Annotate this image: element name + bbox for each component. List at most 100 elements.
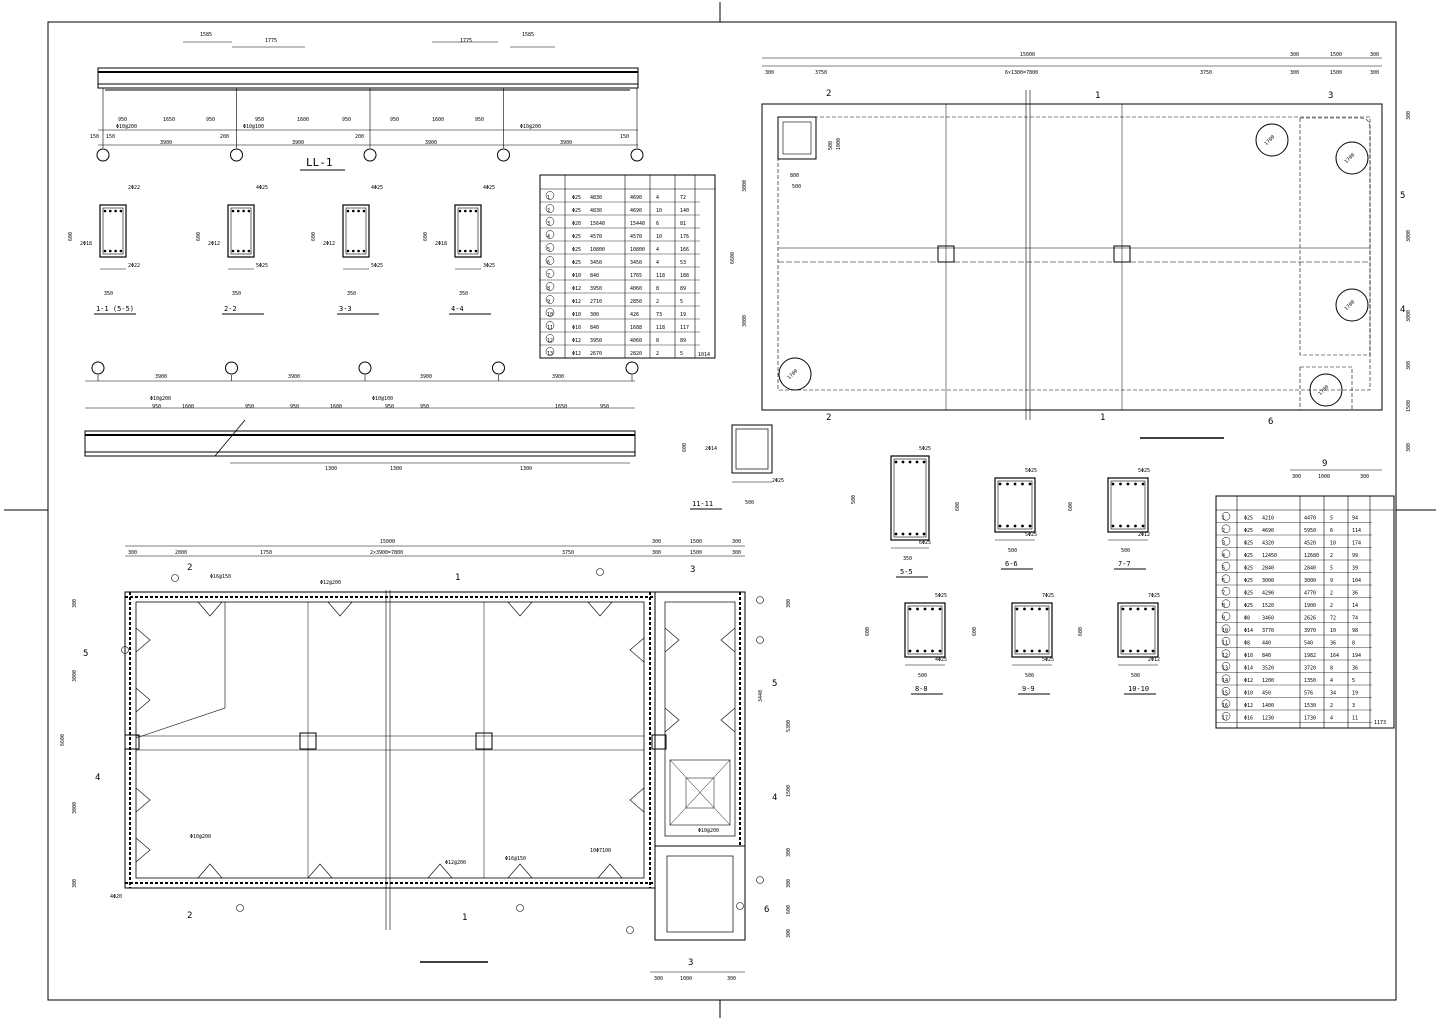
rebar-dot xyxy=(231,249,235,253)
plan-bot-axis-4: 2 xyxy=(187,911,192,921)
rebar-dot xyxy=(1129,607,1132,611)
rebar-dot xyxy=(114,209,117,213)
section-outline xyxy=(1107,477,1149,533)
plan-bot-rebar-5: 4Φ20 xyxy=(110,894,122,900)
table-cell: 2840 xyxy=(1304,566,1316,572)
table-cell: 73 xyxy=(656,312,662,318)
rebar-hook xyxy=(720,707,736,733)
rebar-dot xyxy=(1121,607,1125,611)
table-cell: 36 xyxy=(1330,641,1336,647)
plan-top-sub-3: 6×1300=7800 xyxy=(1005,70,1038,76)
beam-ll1: 1585 1775 1775 1585 3900 3900 3900 3900 … xyxy=(90,32,644,171)
mark-balloon xyxy=(596,568,604,576)
rebar-dot xyxy=(1119,482,1122,486)
rebar-dot xyxy=(901,532,905,536)
ll1-bot-dim-7: 950 xyxy=(390,117,399,123)
table-cell: 140 xyxy=(680,208,689,214)
rebar-hook xyxy=(327,601,353,617)
rebar-dot xyxy=(908,532,912,536)
plan-bot-sub-7: 1500 xyxy=(690,550,702,556)
table-cell: 15640 xyxy=(590,221,605,227)
table-cell: 3770 xyxy=(1262,628,1274,634)
table-cell: Φ14 xyxy=(1244,666,1253,672)
rebar-dot xyxy=(237,209,240,213)
plan-top-axis-3: 3 xyxy=(1328,91,1333,101)
table-cell: 4 xyxy=(656,247,659,253)
plan-top-axis-9: 9 xyxy=(1322,459,1327,469)
rebar-dot xyxy=(357,209,360,213)
column-balloon xyxy=(497,148,510,162)
section-top-rebar: 4Φ25 xyxy=(371,185,383,191)
table-cell: 118 xyxy=(656,273,665,279)
plan-bot-rebar-2: Φ12@200 xyxy=(320,580,341,586)
section-outline xyxy=(1011,602,1053,658)
plan-bot-right-3: 5300 xyxy=(786,720,792,732)
section-outline xyxy=(890,455,930,541)
table-cell: 39 xyxy=(1352,566,1358,572)
table-cell: 2 xyxy=(547,208,550,214)
rebar-dot xyxy=(242,249,245,253)
table-cell: 4690 xyxy=(630,195,642,201)
rebar-hook xyxy=(135,837,151,863)
table-mark-balloon xyxy=(545,204,555,213)
table-cell: Φ10 xyxy=(572,273,581,279)
plan-bot-total-3: 1500 xyxy=(690,539,702,545)
table-cell: 840 xyxy=(1262,653,1271,659)
rebar-dot xyxy=(894,460,898,464)
table-cell: Φ12 xyxy=(572,299,581,305)
column-balloon xyxy=(492,361,505,375)
table-cell: 5 xyxy=(547,247,550,253)
rebar-dot xyxy=(922,532,926,536)
table-cell: 5 xyxy=(1330,516,1333,522)
table-cell: 5 xyxy=(1330,566,1333,572)
section-width: 500 xyxy=(1121,548,1130,554)
rebar-dot xyxy=(894,532,898,536)
table-mark-balloon xyxy=(1221,524,1231,533)
table-cell: 1200 xyxy=(1262,678,1274,684)
table-cell: 840 xyxy=(590,325,599,331)
table-cell: 98 xyxy=(1352,628,1358,634)
rebar-dot xyxy=(908,649,912,653)
ll1-span-4: 3900 xyxy=(560,140,572,146)
rebar-dot xyxy=(103,209,107,213)
section-title: 10-10 xyxy=(1128,685,1149,693)
table-cell: 12680 xyxy=(1304,553,1319,559)
rebar-dot xyxy=(109,209,112,213)
plan-top-bot-2: 1000 xyxy=(1318,474,1330,480)
rebar-dot xyxy=(474,209,478,213)
rebar-dot xyxy=(1013,482,1017,486)
section-title: 1-1 (5-5) xyxy=(96,305,134,313)
ll2-top-dim-7: 950 xyxy=(420,404,429,410)
plan-top-sub-1: 300 xyxy=(765,70,774,76)
plan-top-left-3: 3000 xyxy=(742,315,748,327)
plan-top-axis-7: 1 xyxy=(1100,413,1105,423)
plan-bot-total-2: 300 xyxy=(652,539,661,545)
table-cell: 194 xyxy=(1352,653,1361,659)
table-cell: 4 xyxy=(1330,716,1333,722)
table-mark-balloon xyxy=(545,321,555,330)
plan-top-axis-6: 6 xyxy=(1268,417,1273,427)
section-title: 8-8 xyxy=(915,685,928,693)
section-bot-rebar: 5Φ25 xyxy=(256,263,268,269)
section-height: 500 xyxy=(851,495,857,504)
table-cell: 10800 xyxy=(590,247,605,253)
rebar-dot xyxy=(908,607,912,611)
ll1-edge-1: 150 xyxy=(90,134,99,140)
table-cell: 1520 xyxy=(1262,603,1274,609)
mark-balloon xyxy=(236,904,244,912)
section-title: 2-2 xyxy=(224,305,237,313)
table-cell: 3 xyxy=(1222,541,1225,547)
table1-total: 1014 xyxy=(698,352,710,358)
table-cell: 8 xyxy=(1222,603,1225,609)
rebar-dot xyxy=(109,249,112,253)
plan-bot-sub-6: 300 xyxy=(652,550,661,556)
section-top-rebar: 2Φ22 xyxy=(128,185,140,191)
section-width: 500 xyxy=(1025,673,1034,679)
plan-bot-sub-4: 2×3900=7800 xyxy=(370,550,403,556)
plan-top-opening-3: 500 xyxy=(828,141,834,150)
plan-top-axis-5: 5 xyxy=(1400,191,1405,201)
plan-top-axis-8: 2 xyxy=(826,413,831,423)
ll2-bot-dim-1: 1300 xyxy=(325,466,337,472)
ll1-top-dim-3: 1775 xyxy=(460,38,472,44)
plan-top-opening-1: 800 xyxy=(790,173,799,179)
